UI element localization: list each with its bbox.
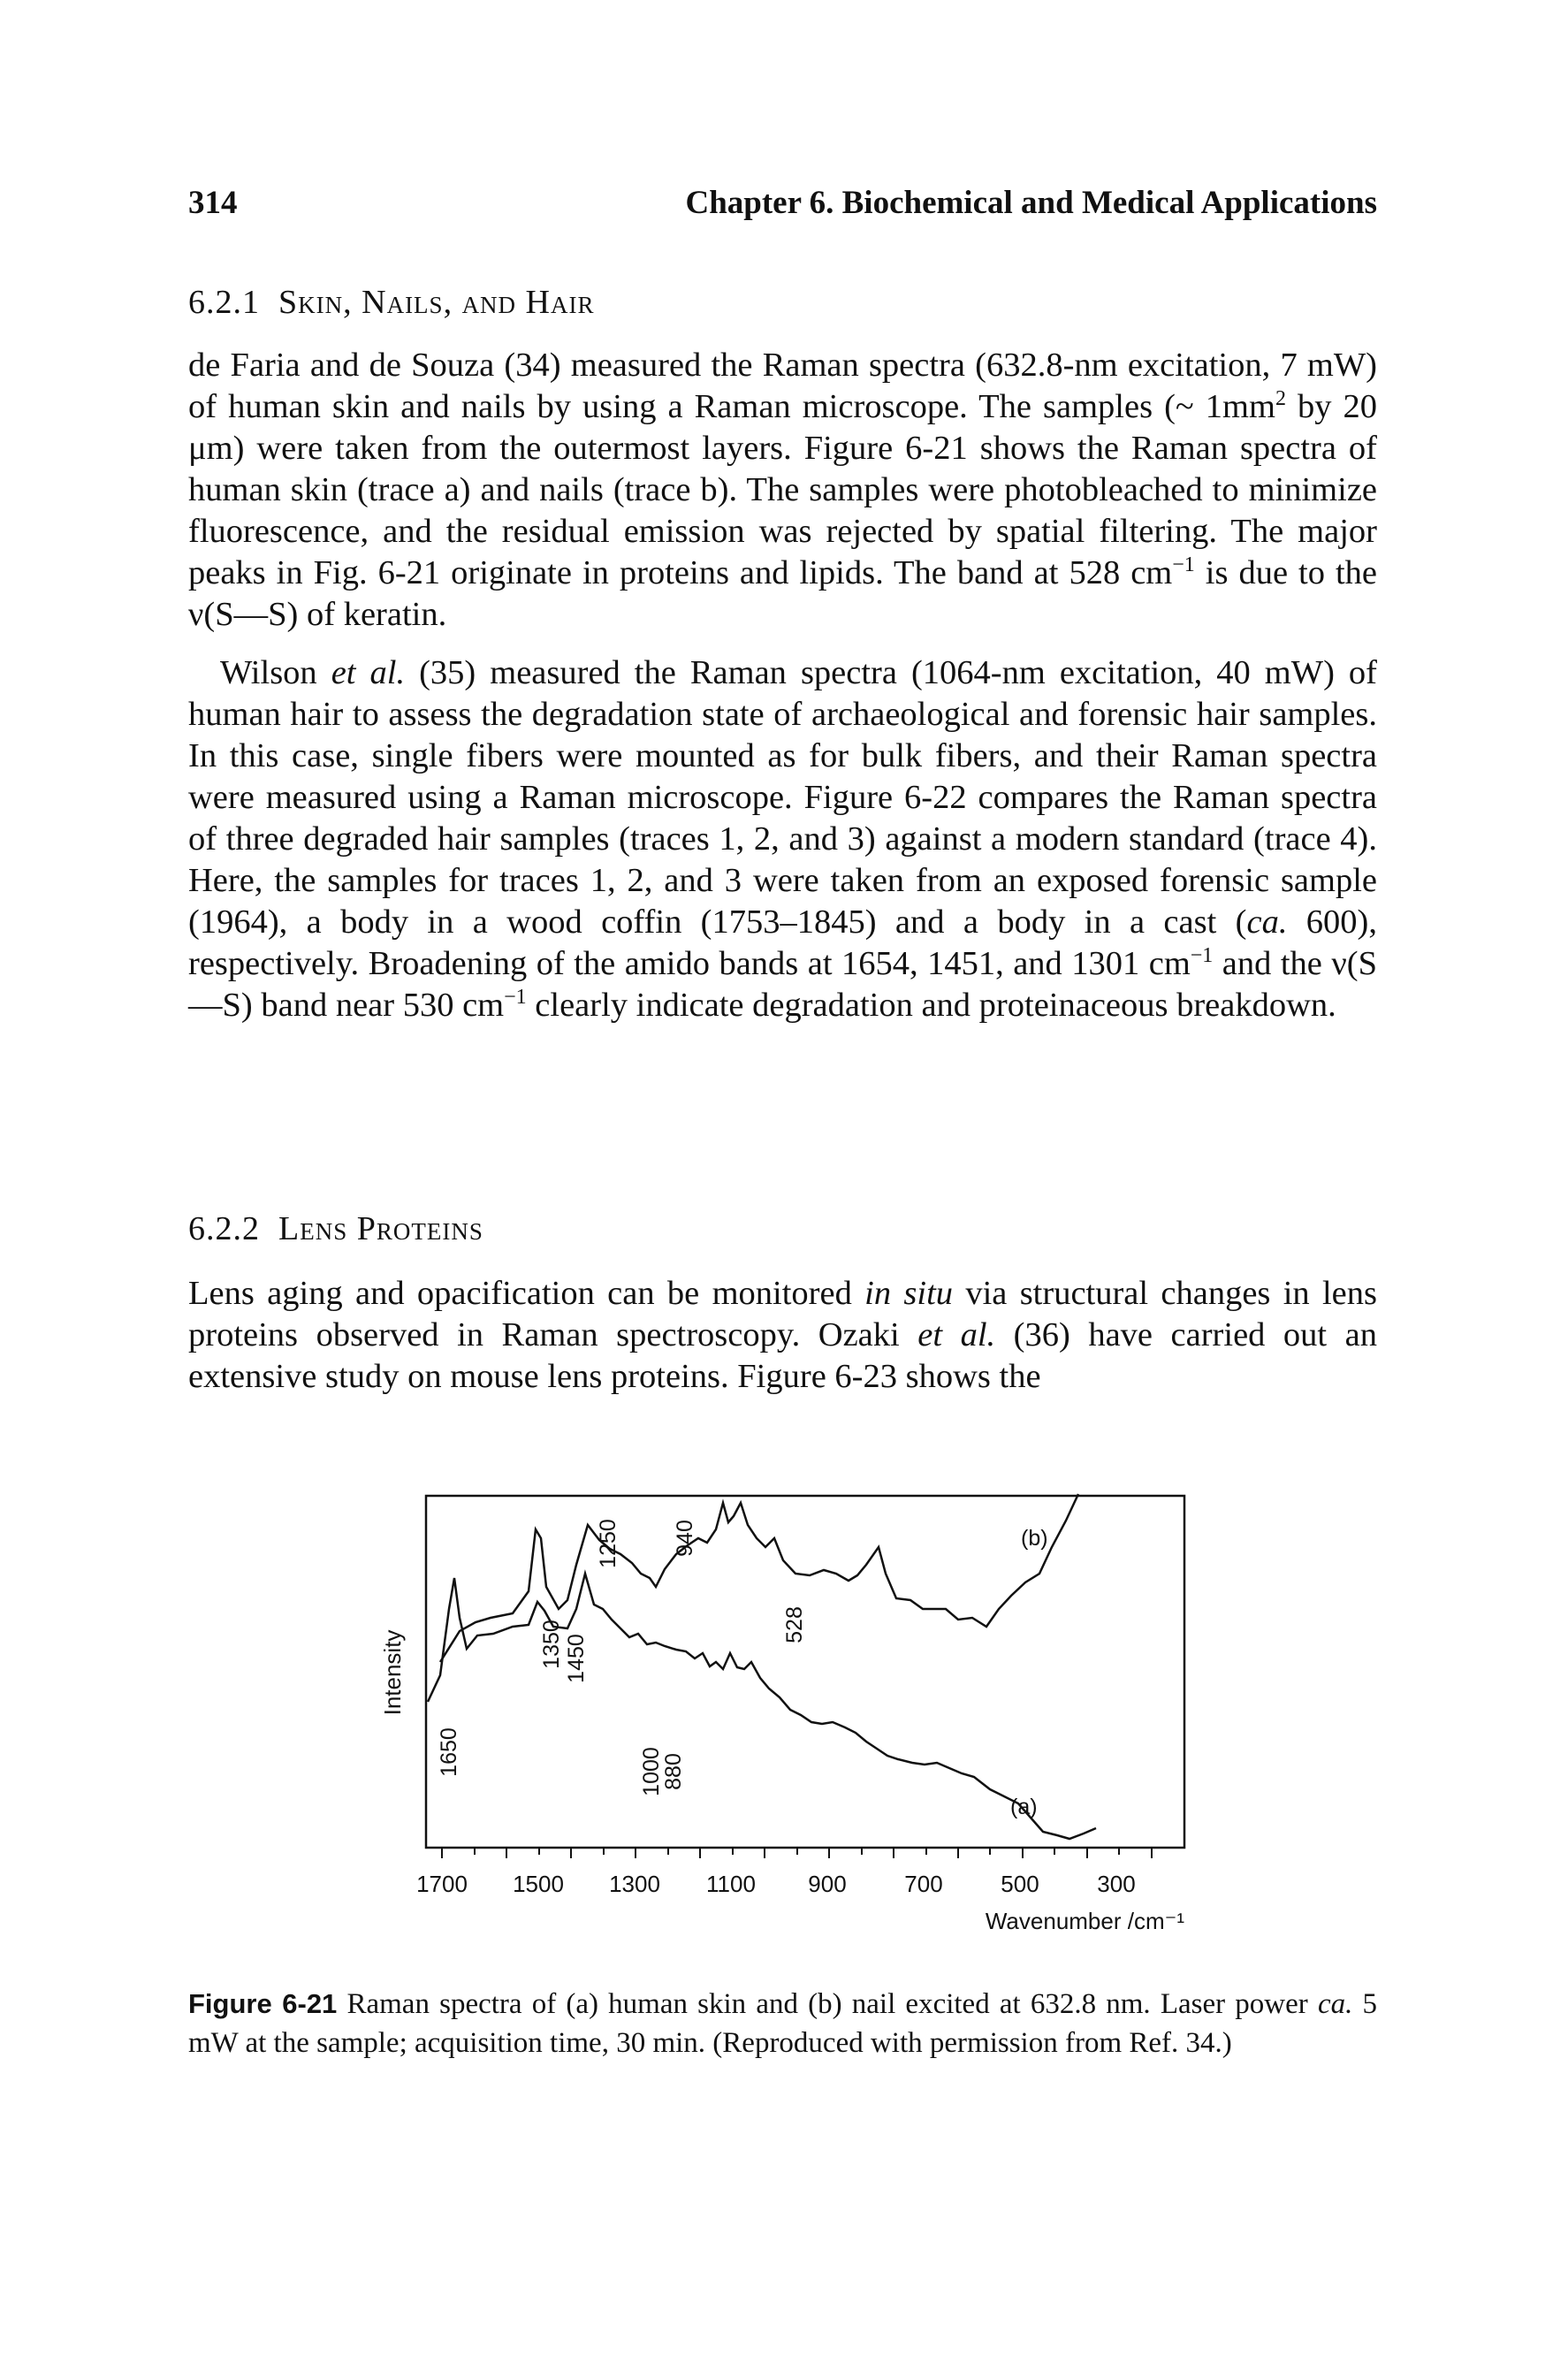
section-title: Lens Proteins — [278, 1210, 483, 1247]
italic-text: ca. — [1246, 903, 1288, 941]
x-axis-ticks — [441, 1848, 1153, 1858]
section-number: 6.2.1 — [188, 284, 260, 321]
peak-label: 1450 — [564, 1634, 589, 1683]
peak-label: 528 — [782, 1606, 807, 1643]
page-number: 314 — [188, 185, 238, 221]
paragraph-hair: Wilson et al. (35) measured the Raman sp… — [188, 652, 1377, 1026]
italic-text: et al. — [331, 654, 406, 691]
trace-b-label: (b) — [1021, 1526, 1048, 1551]
superscript: 2 — [1275, 387, 1286, 411]
figure-caption: Figure 6-21 Raman spectra of (a) human s… — [188, 1985, 1377, 2062]
section-title: Skin, Nails, and Hair — [278, 284, 595, 321]
trace-a-skin — [426, 1569, 1097, 1841]
text-run: (35) measured the Raman spectra (1064-nm… — [188, 654, 1377, 941]
trace-a-label: (a) — [1010, 1795, 1038, 1819]
text-run: clearly indicate degradation and protein… — [526, 987, 1336, 1024]
peak-label: 880 — [661, 1753, 686, 1790]
x-tick-label: 1700 — [416, 1871, 468, 1897]
text-run: de Faria and de Souza (34) measured the … — [188, 347, 1377, 425]
text-run: Lens aging and opacification can be moni… — [188, 1275, 865, 1312]
text-run: 5 mW at the sample; acquisition time, 30… — [188, 1988, 1378, 2059]
italic-text: in situ — [864, 1275, 954, 1312]
peak-label: 1350 — [539, 1620, 564, 1669]
section-number: 6.2.2 — [188, 1210, 260, 1247]
trace-b-nail — [438, 1493, 1080, 1663]
figure-raman-spectra: 1700 1500 1300 1100 900 700 500 300 Wave… — [371, 1476, 1202, 1936]
chapter-title: Chapter 6. Biochemical and Medical Appli… — [685, 185, 1377, 221]
paragraph-skin-nails: de Faria and de Souza (34) measured the … — [188, 345, 1377, 636]
section-heading-skin-nails-hair: 6.2.1 Skin, Nails, and Hair — [188, 283, 595, 322]
x-axis-label: Wavenumber /cm⁻¹ — [986, 1908, 1184, 1934]
superscript: −1 — [504, 986, 527, 1010]
x-tick-label: 500 — [1001, 1871, 1039, 1897]
text-run: Raman spectra of (a) human skin and (b) … — [337, 1988, 1318, 2020]
peak-label: 1250 — [596, 1519, 620, 1568]
superscript: −1 — [1172, 553, 1195, 577]
text-run: (36) have carried out an extensive study… — [188, 1316, 1377, 1395]
text-run: via structural changes in lens proteins … — [188, 1275, 1377, 1353]
text-run: is due to the ν(S—S) of keratin. — [188, 554, 1377, 633]
text-run: Wilson — [220, 654, 331, 691]
x-tick-label: 900 — [808, 1871, 846, 1897]
section-heading-lens-proteins: 6.2.2 Lens Proteins — [188, 1209, 483, 1248]
x-tick-label: 1500 — [513, 1871, 564, 1897]
x-tick-label: 1100 — [706, 1871, 756, 1897]
figure-label: Figure 6-21 — [188, 1988, 338, 2019]
x-tick-label: 1300 — [609, 1871, 660, 1897]
x-tick-label: 700 — [904, 1871, 942, 1897]
plot-frame — [424, 1494, 1186, 1849]
y-axis-label: Intensity — [379, 1630, 406, 1716]
peak-label: 1000 — [639, 1747, 664, 1796]
text-run: and the ν(S—S) band near 530 cm — [188, 945, 1377, 1024]
text-run: by 20 μm) were taken from the outermost … — [188, 388, 1378, 591]
italic-text: ca. — [1317, 1988, 1353, 2020]
peak-label: 940 — [673, 1520, 697, 1557]
superscript: −1 — [1190, 944, 1214, 968]
peak-label: 1650 — [437, 1727, 461, 1777]
italic-text: et al. — [917, 1316, 996, 1353]
spectra-plot: 1700 1500 1300 1100 900 700 500 300 Wave… — [379, 1493, 1186, 1934]
paragraph-lens: Lens aging and opacification can be moni… — [188, 1273, 1377, 1398]
x-tick-label: 300 — [1097, 1871, 1135, 1897]
text-run: 600), respectively. Broadening of the am… — [188, 903, 1378, 982]
